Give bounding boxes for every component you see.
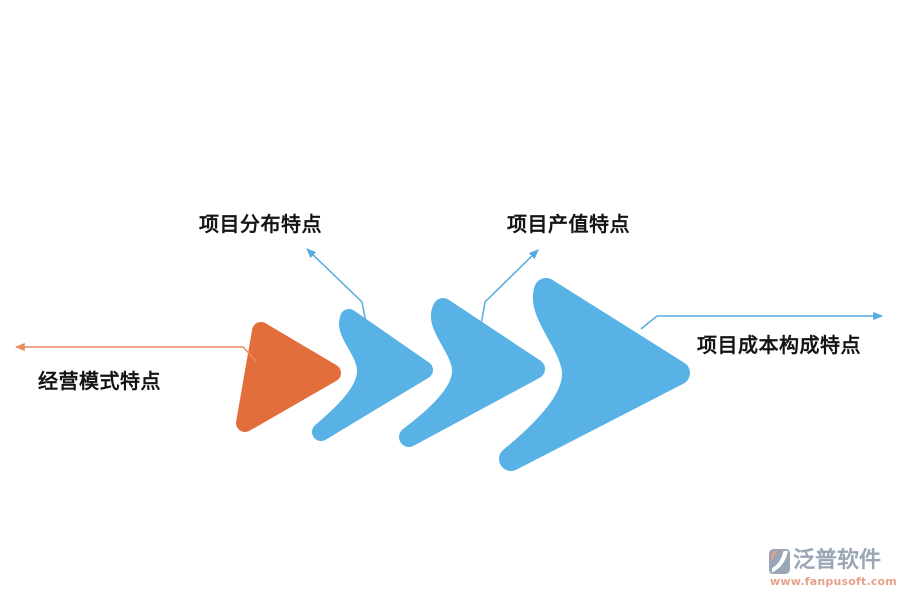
step-4-shape-blue-chevron <box>499 278 690 471</box>
step-1-shape-orange-chevron <box>236 322 341 432</box>
connector-business-model-left-arrow <box>14 342 257 362</box>
fanpu-url: www.fanpusoft.com <box>770 575 897 588</box>
label-project-output-value: 项目产值特点 <box>507 212 630 236</box>
label-business-model: 经营模式特点 <box>38 369 161 393</box>
connector-output-value-arrow <box>480 249 539 326</box>
connector-cost-composition-arrow <box>640 311 884 330</box>
fanpu-brand-name: 泛普软件 <box>793 548 882 574</box>
connector-distribution-arrow <box>306 248 367 324</box>
step-3-shape-blue-chevron <box>399 298 545 447</box>
label-project-distribution: 项目分布特点 <box>199 212 322 236</box>
fanpu-logo-icon <box>769 549 790 574</box>
step-2-shape-blue-chevron <box>312 309 433 441</box>
fanpu-watermark: 泛普软件 www.fanpusoft.com <box>767 548 900 588</box>
label-project-cost-composition: 项目成本构成特点 <box>697 333 861 357</box>
